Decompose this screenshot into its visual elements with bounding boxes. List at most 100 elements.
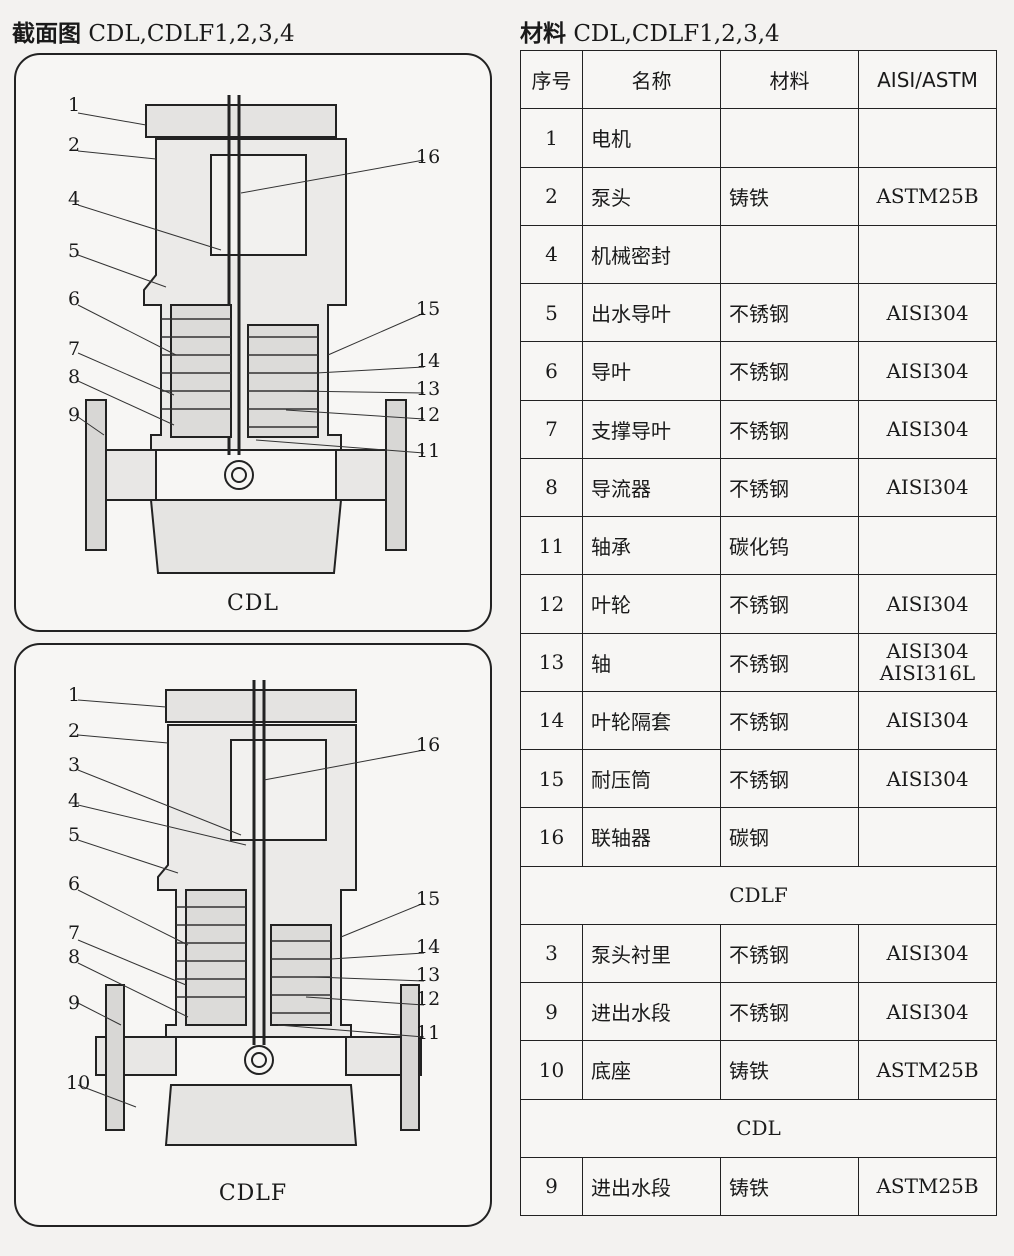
callout-label: 8 xyxy=(68,366,80,388)
callout-label: 5 xyxy=(68,240,80,262)
callout-label: 15 xyxy=(416,888,440,910)
table-row: 10 底座 铸铁 ASTM25B xyxy=(520,1040,997,1100)
header-name: 名称 xyxy=(582,49,721,110)
cell-no: 10 xyxy=(520,1040,583,1100)
cell-name: 叶轮隔套 xyxy=(582,690,721,751)
cell-no: 5 xyxy=(520,282,583,343)
cell-no: 9 xyxy=(520,1156,583,1217)
table-row: 5 出水导叶 不锈钢 AISI304 xyxy=(520,282,997,343)
callout-label: 13 xyxy=(416,964,440,986)
cell-name: 导叶 xyxy=(582,341,721,401)
table-row: 15 耐压筒 不锈钢 AISI304 xyxy=(520,748,997,809)
standard-line: AISI304 xyxy=(886,639,969,664)
cell-no: 14 xyxy=(520,690,583,751)
cell-standard: ASTM25B xyxy=(858,166,997,226)
callout-label: 14 xyxy=(416,936,440,958)
table-row: 13 轴 不锈钢 AISI304 AISI316L xyxy=(520,632,997,692)
cell-standard: AISI304 xyxy=(858,748,997,809)
callout-label: 7 xyxy=(68,922,80,944)
cell-material: 不锈钢 xyxy=(720,457,859,518)
cell-name: 联轴器 xyxy=(582,807,721,867)
heading-models: CDL,CDLF1,2,3,4 xyxy=(573,21,780,47)
cell-material: 不锈钢 xyxy=(720,981,859,1042)
heading-cn: 材料 xyxy=(520,21,566,47)
header-material: 材料 xyxy=(720,49,859,110)
cell-standard xyxy=(858,807,997,867)
cell-standard xyxy=(858,108,997,168)
callout-label: 2 xyxy=(68,134,80,156)
table-row: 4 机械密封 xyxy=(520,224,997,285)
cell-name: 导流器 xyxy=(582,457,721,518)
callout-label: 10 xyxy=(66,1072,90,1094)
cell-material: 不锈钢 xyxy=(720,690,859,751)
cdl-caption: CDL xyxy=(226,591,280,616)
table-row: 9 进出水段 不锈钢 AISI304 xyxy=(520,981,997,1042)
cell-material: 碳钢 xyxy=(720,807,859,867)
cell-no: 2 xyxy=(520,166,583,226)
cell-name: 泵头 xyxy=(582,166,721,226)
cell-standard: AISI304 xyxy=(858,923,997,984)
table-header-row: 序号 名称 材料 AISI/ASTM xyxy=(520,49,997,110)
heading-models: CDL,CDLF1,2,3,4 xyxy=(88,21,295,47)
callout-label: 11 xyxy=(416,440,440,462)
cell-standard xyxy=(858,515,997,576)
callout-label: 6 xyxy=(68,873,80,895)
cell-name: 电机 xyxy=(582,108,721,168)
heading-cn: 截面图 xyxy=(12,21,81,47)
cell-no: 1 xyxy=(520,108,583,168)
cell-name: 出水导叶 xyxy=(582,282,721,343)
cell-no: 12 xyxy=(520,574,583,634)
callout-label: 16 xyxy=(416,734,440,756)
cell-no: 16 xyxy=(520,807,583,867)
callout-label: 6 xyxy=(68,288,80,310)
cell-standard: AISI304 xyxy=(858,457,997,518)
cell-standard: AISI304 xyxy=(858,574,997,634)
cell-no: 15 xyxy=(520,748,583,809)
section-row-cdlf: CDLF xyxy=(520,865,997,925)
cell-standard: AISI304 AISI316L xyxy=(858,632,997,692)
cell-name: 机械密封 xyxy=(582,224,721,285)
cell-no: 11 xyxy=(520,515,583,576)
cell-name: 进出水段 xyxy=(582,1156,721,1217)
cell-material xyxy=(720,108,859,168)
callout-label: 4 xyxy=(68,790,80,812)
cell-standard xyxy=(858,224,997,285)
cell-no: 13 xyxy=(520,632,583,692)
callout-label: 14 xyxy=(416,350,440,372)
callout-label: 9 xyxy=(68,992,80,1014)
table-row: 12 叶轮 不锈钢 AISI304 xyxy=(520,574,997,634)
cell-material: 不锈钢 xyxy=(720,574,859,634)
table-row: 3 泵头衬里 不锈钢 AISI304 xyxy=(520,923,997,984)
section-heading-drawing: 截面图 CDL,CDLF1,2,3,4 xyxy=(12,14,295,48)
callout-label: 1 xyxy=(68,684,80,706)
cell-standard: AISI304 xyxy=(858,341,997,401)
cdlf-drawing-panel: 1 2 3 4 5 6 7 8 9 10 16 15 14 13 12 11 C… xyxy=(14,643,492,1227)
cell-standard: AISI304 xyxy=(858,282,997,343)
cell-material: 不锈钢 xyxy=(720,748,859,809)
cell-material: 铸铁 xyxy=(720,1156,859,1217)
cell-no: 7 xyxy=(520,399,583,459)
cell-name: 泵头衬里 xyxy=(582,923,721,984)
callout-label: 15 xyxy=(416,298,440,320)
cell-material: 不锈钢 xyxy=(720,399,859,459)
standard-line: AISI316L xyxy=(879,661,976,686)
cell-material: 不锈钢 xyxy=(720,923,859,984)
cell-material xyxy=(720,224,859,285)
cell-material: 碳化钨 xyxy=(720,515,859,576)
table-row: 8 导流器 不锈钢 AISI304 xyxy=(520,457,997,518)
cell-no: 4 xyxy=(520,224,583,285)
table-row: 9 进出水段 铸铁 ASTM25B xyxy=(520,1156,997,1217)
callout-label: 16 xyxy=(416,146,440,168)
cdlf-cross-section-drawing: 1 2 3 4 5 6 7 8 9 10 16 15 14 13 12 11 xyxy=(66,680,440,1146)
cell-name: 轴承 xyxy=(582,515,721,576)
cell-name: 耐压筒 xyxy=(582,748,721,809)
section-label-cdlf: CDLF xyxy=(520,865,997,925)
cdl-drawing-panel: 1 2 4 5 6 7 8 9 16 15 14 13 12 11 CDL xyxy=(14,53,492,632)
cell-standard: ASTM25B xyxy=(858,1156,997,1217)
cell-no: 8 xyxy=(520,457,583,518)
cell-material: 不锈钢 xyxy=(720,282,859,343)
cell-standard: AISI304 xyxy=(858,981,997,1042)
cell-material: 铸铁 xyxy=(720,166,859,226)
callout-label: 1 xyxy=(68,94,80,116)
callout-label: 8 xyxy=(68,946,80,968)
